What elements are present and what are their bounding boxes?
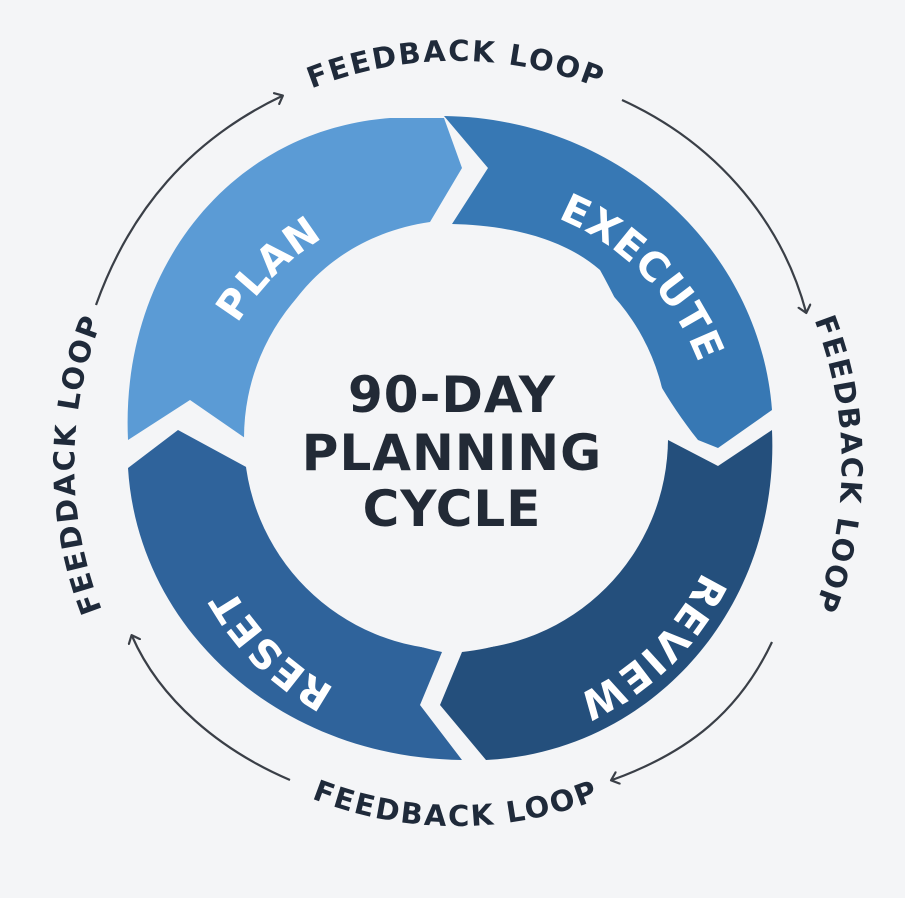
feedback-label-bottom: FEEDBACK LOOP [309, 773, 603, 833]
feedback-label-left-path: FEEDDACK LOOP [47, 310, 106, 620]
feedback-arrow-bottom-left [132, 636, 291, 782]
center-circle [244, 226, 668, 650]
center-title-line-2: PLANNING [302, 424, 602, 482]
center-title-line-1: 90-DAY [348, 366, 556, 424]
segment-plan [127, 118, 463, 440]
feedback-arrow-top-right [621, 98, 806, 312]
center-title-line-3: CYCLE [363, 480, 542, 538]
feedback-label-bottom-path: FEEDBACK LOOP [309, 773, 601, 833]
segment-reset [128, 430, 462, 760]
feedback-label-right: FEEDBACK LOOP [808, 311, 869, 619]
feedback-label-right-path: FEEDBACK LOOP [808, 311, 867, 619]
feedback-label-left: FEEDDACK LOOP [47, 310, 108, 620]
segment-review [440, 430, 773, 760]
feedback-arrow-bottom-right [612, 641, 773, 780]
feedback-arrow-top-left [94, 96, 282, 306]
feedback-label-top: FEEDBACK LOOP [302, 34, 610, 95]
feedback-label-top-path: FEEDBACK LOOP [302, 34, 608, 95]
segment-execute [444, 116, 772, 448]
